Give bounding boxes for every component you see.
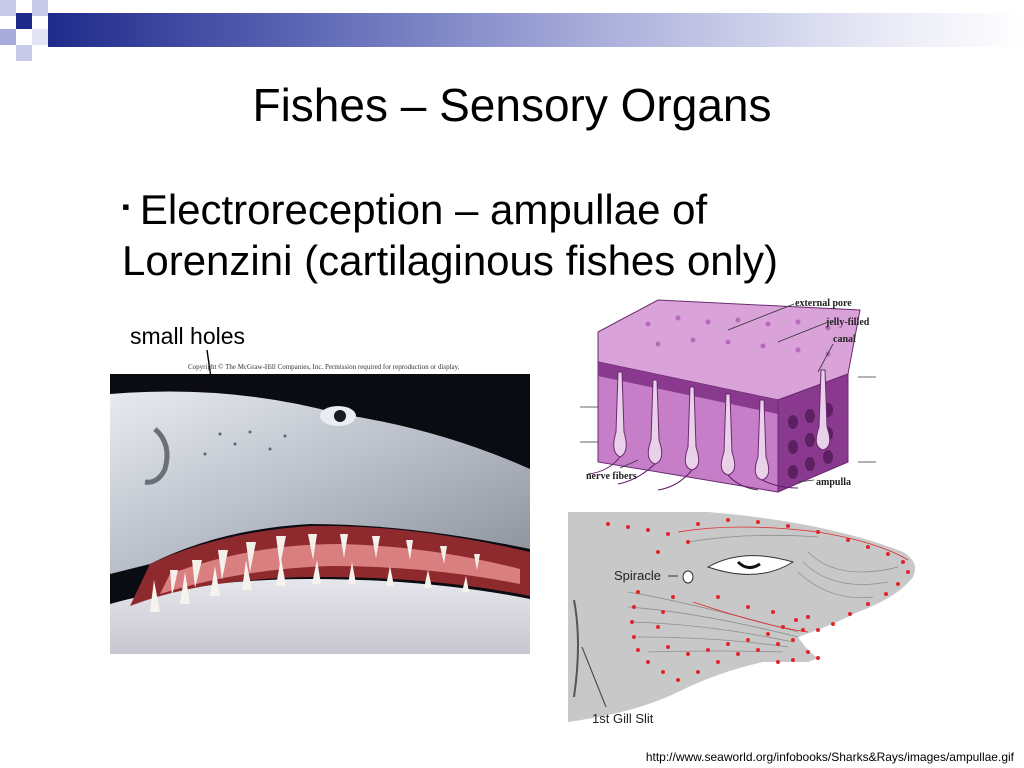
label-canal: canal [833, 334, 856, 345]
bullet-line-1: ▪ Electroreception – ampullae of [122, 182, 1002, 235]
corner-square-5 [32, 29, 48, 45]
label-gill-slit: 1st Gill Slit [592, 711, 654, 726]
bullet-icon: ▪ [122, 194, 130, 219]
source-url[interactable]: http://www.seaworld.org/infobooks/Sharks… [645, 750, 1014, 764]
label-ampulla: ampulla [816, 477, 851, 488]
header-gradient-bar [48, 13, 1024, 47]
ampulla-block-diagram: external pore jelly-filled canal nerve f… [580, 298, 876, 493]
label-jelly-filled: jelly-filled [825, 317, 870, 328]
slide-title: Fishes – Sensory Organs [252, 79, 772, 131]
bullet-text-1: Electroreception – ampullae of [139, 186, 708, 233]
corner-square-6 [16, 45, 32, 61]
shark-photo [110, 374, 530, 654]
corner-square-2 [16, 13, 32, 29]
corner-square-1 [0, 0, 16, 16]
shark-head-pore-diagram: Spiracle 1st Gill Slit [568, 512, 916, 726]
label-external-pore: external pore [795, 298, 852, 309]
corner-square-3 [32, 0, 48, 16]
small-holes-label: small holes [130, 323, 246, 349]
bullet-line-2: Lorenzini (cartilaginous fishes only) [122, 237, 778, 284]
label-nerve-fibers: nerve fibers [586, 471, 637, 482]
photo-copyright: Copyright © The McGraw-Hill Companies, I… [188, 363, 460, 371]
label-spiracle: Spiracle [614, 568, 661, 583]
corner-square-4 [0, 29, 16, 45]
